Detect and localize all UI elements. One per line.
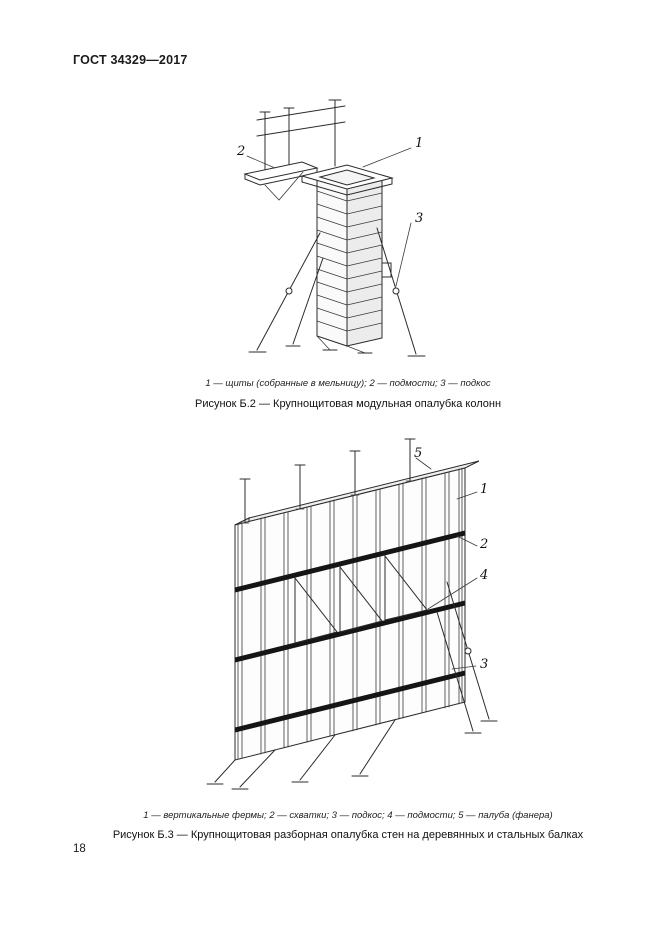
figure-b2-callouts: 1 2 3 bbox=[236, 136, 423, 287]
callout-1: 1 bbox=[415, 136, 423, 151]
callout-3: 3 bbox=[480, 657, 488, 672]
callout-5: 5 bbox=[414, 446, 422, 461]
column-top-collar bbox=[300, 164, 394, 196]
figure-b2-caption: Рисунок Б.2 — Крупнощитовая модульная оп… bbox=[194, 398, 502, 410]
figure-b2-drawing: 1 2 3 bbox=[236, 99, 426, 357]
callout-4: 4 bbox=[479, 568, 488, 583]
scaffold-platform bbox=[243, 161, 319, 201]
diagonal-braces bbox=[248, 227, 426, 357]
figure-b3-drawing: 5 1 2 4 3 bbox=[206, 438, 498, 790]
diagonal-braces bbox=[206, 581, 498, 790]
page-number: 18 bbox=[73, 843, 86, 855]
callout-2: 2 bbox=[479, 537, 488, 552]
figure-b3-caption: Рисунок Б.3 — Крупнощитовая разборная оп… bbox=[112, 829, 584, 841]
column-panels bbox=[316, 177, 392, 354]
top-posts bbox=[239, 438, 416, 524]
callout-2: 2 bbox=[236, 144, 245, 159]
callout-1: 1 bbox=[480, 482, 488, 497]
walers bbox=[234, 530, 466, 733]
figure-b3-callouts: 5 1 2 4 3 bbox=[414, 446, 488, 672]
guardrail-posts bbox=[256, 99, 346, 175]
standard-number-header: ГОСТ 34329—2017 bbox=[73, 53, 188, 67]
callout-3: 3 bbox=[415, 211, 423, 226]
platform-brackets bbox=[294, 554, 428, 644]
figure-b2-legend: 1 — щиты (собранные в мельницу); 2 — под… bbox=[205, 378, 491, 389]
figure-b3-legend: 1 — вертикальные фермы; 2 — схватки; 3 —… bbox=[143, 810, 553, 821]
